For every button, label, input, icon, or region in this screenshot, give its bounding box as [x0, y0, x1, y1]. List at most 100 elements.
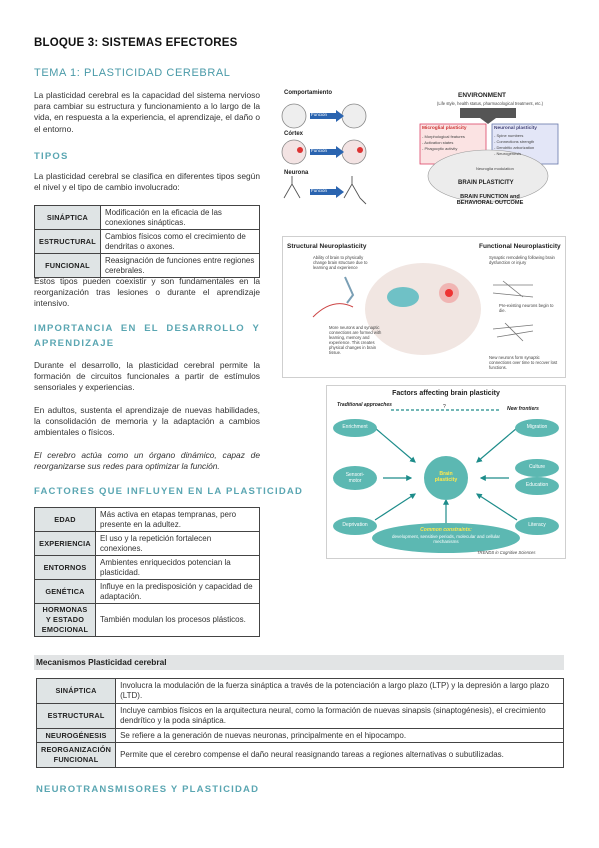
importancia-p3: El cerebro actúa como un órgano dinámico…: [34, 450, 260, 472]
importancia-heading: IMPORTANCIA EN EL DESARROLLO Y APRENDIZA…: [34, 323, 260, 349]
fig3-migration: Migration: [526, 424, 548, 430]
fig3-education: Education: [525, 482, 549, 488]
block-title: BLOQUE 3: SISTEMAS EFECTORES: [34, 37, 238, 49]
table-key: SINÁPTICA: [34, 205, 101, 230]
table-row: SINÁPTICA Modificación en la eficacia de…: [34, 205, 261, 230]
figure-plasticity-levels: Comportamiento Córtex Neurona Función Fu…: [270, 88, 566, 228]
table-key: SINÁPTICA: [35, 678, 117, 704]
fig2-f1: Synaptic remodeling following brain dysf…: [489, 255, 555, 265]
table-key: ESTRUCTURAL: [35, 703, 117, 729]
importancia-p2: En adultos, sustenta el aprendizaje de n…: [34, 405, 260, 438]
tipos-text: La plasticidad cerebral se clasifica en …: [34, 171, 260, 193]
figure-neuroplasticity-art: [312, 263, 534, 355]
fig1-comportamiento: Comportamiento: [284, 90, 332, 96]
table-value: Permite que el cerebro compense el daño …: [115, 742, 564, 768]
fig1-microglial-1: - Morphological features: [422, 134, 465, 139]
table-row: NEUROGÉNESIS Se refiere a la generación …: [35, 728, 564, 743]
table-key: EXPERIENCIA: [34, 531, 96, 556]
table-value: Involucra la modulación de la fuerza sin…: [115, 678, 564, 704]
fig3-question: ?: [443, 404, 446, 410]
table-row: ESTRUCTURAL Cambios físicos como el crec…: [34, 229, 261, 254]
fig3-deprivation: Deprivation: [342, 522, 368, 528]
table-value: Se refiere a la generación de nuevas neu…: [115, 728, 564, 743]
table-value: Influye en la predisposición y capacidad…: [95, 579, 260, 604]
table-row: ENTORNOS Ambientes enriquecidos potencia…: [34, 555, 260, 580]
table-row: SINÁPTICA Involucra la modulación de la …: [35, 678, 564, 704]
table-value: El uso y la repetición fortalecen conexi…: [95, 531, 260, 556]
table-value: Incluye cambios físicos en la arquitectu…: [115, 703, 564, 729]
table-key: REORGANIZACIÓN FUNCIONAL: [35, 742, 117, 768]
fig3-frontiers: New frontiers: [507, 406, 539, 412]
table-value: Reasignación de funciones entre regiones…: [99, 253, 261, 278]
neuro-heading: NEUROTRANSMISORES Y PLASTICIDAD: [36, 784, 260, 795]
fig1-environment-sub: (Life style, health status, pharmacologi…: [436, 101, 544, 106]
table-row: HORMONAS Y ESTADO EMOCIONAL También modu…: [34, 603, 260, 637]
topic-title: TEMA 1: PLASTICIDAD CEREBRAL: [34, 67, 231, 79]
table-value: Modificación en la eficacia de las conex…: [99, 205, 261, 230]
fig1-environment: ENVIRONMENT: [458, 92, 507, 99]
tipos-heading: TIPOS: [34, 151, 69, 162]
table-key: GENÉTICA: [34, 579, 96, 604]
fig1-cortex: Córtex: [284, 131, 304, 137]
table-key: FUNCIONAL: [34, 253, 101, 278]
fig2-s2: More neurons and synaptic connections ar…: [329, 325, 382, 355]
fig1-outcome: BRAIN FUNCTION and BEHAVIORAL OUTCOME: [456, 194, 524, 206]
mecanismos-table: SINÁPTICA Involucra la modulación de la …: [35, 678, 564, 768]
table-row: GENÉTICA Influye en la predisposición y …: [34, 579, 260, 604]
fig1-microglial-2: - Activation states: [422, 140, 454, 145]
fig1-neuronal-4: - Neurogenesis: [494, 151, 522, 156]
fig1-neurona: Neurona: [284, 170, 309, 176]
table-key: NEUROGÉNESIS: [35, 728, 117, 743]
fig1-neuronal-3: - Dendritic arborization: [494, 145, 535, 150]
fig3-constraints-sub: development, sensitive periods, molecula…: [391, 534, 501, 544]
mecanismos-title: Mecanismos Plasticidad cerebral: [36, 657, 167, 667]
table-value: También modulan los procesos plásticos.: [95, 603, 260, 637]
fig3-constraints: Common constraints:: [420, 527, 472, 533]
intro-paragraph: La plasticidad cerebral es la capacidad …: [34, 90, 260, 134]
table-value: Más activa en etapas tempranas, pero pre…: [95, 507, 260, 532]
fig1-neuronal-2: - Connections strength: [494, 139, 535, 144]
figure-factors: Factors affecting brain plasticity Tradi…: [326, 385, 566, 559]
figure-factors-art: [333, 409, 559, 553]
fig1-arrow-label: Función: [311, 188, 328, 193]
table-row: EXPERIENCIA El uso y la repetición forta…: [34, 531, 260, 556]
fig2-functional: Functional Neuroplasticity: [479, 243, 561, 250]
fig2-structural: Structural Neuroplasticity: [287, 243, 367, 250]
table-key: HORMONAS Y ESTADO EMOCIONAL: [34, 603, 96, 637]
table-row: ESTRUCTURAL Incluye cambios físicos en l…: [35, 703, 564, 729]
importancia-p1: Durante el desarrollo, la plasticidad ce…: [34, 360, 260, 393]
fig1-arrow-label: Función: [311, 112, 328, 117]
fig1-neuronal: Neuronal plasticity: [494, 126, 537, 131]
factores-heading: FACTORES QUE INFLUYEN EN LA PLASTICIDAD: [34, 486, 304, 497]
fig1-arrow-label: Función: [311, 148, 328, 153]
table-row: REORGANIZACIÓN FUNCIONAL Permite que el …: [35, 742, 564, 768]
figure-structural-functional: Structural Neuroplasticity Functional Ne…: [282, 236, 566, 378]
fig2-f3: New neurons form synaptic connections ov…: [489, 355, 558, 370]
fig3-center: Brain plasticity: [434, 471, 458, 483]
table-row: EDAD Más activa en etapas tempranas, per…: [34, 507, 260, 532]
tipos-after: Estos tipos pueden coexistir y son funda…: [34, 276, 260, 309]
fig3-sensori: Sensori-motor: [345, 472, 365, 484]
fig3-culture: Culture: [528, 464, 546, 470]
tipos-table: SINÁPTICA Modificación en la eficacia de…: [34, 205, 261, 278]
fig3-literacy: Literacy: [528, 522, 546, 528]
fig2-f2: Pre-existing neurons begin to die.: [499, 303, 554, 313]
fig3-title: Factors affecting brain plasticity: [392, 390, 500, 397]
table-row: FUNCIONAL Reasignación de funciones entr…: [34, 253, 261, 278]
fig1-modulation: Neuroglia modulation: [476, 166, 514, 171]
table-key: ENTORNOS: [34, 555, 96, 580]
fig3-source: TRENDS in Cognitive Sciences: [477, 550, 536, 555]
table-key: ESTRUCTURAL: [34, 229, 101, 254]
fig3-traditional: Traditional approaches: [337, 402, 392, 408]
fig2-s1: Ability of brain to physically change br…: [313, 255, 368, 270]
mecanismos-bar: [34, 655, 564, 670]
fig1-microglial-3: - Phagocytic activity: [422, 146, 458, 151]
table-key: EDAD: [34, 507, 96, 532]
fig1-microglial: Microglial plasticity: [422, 126, 467, 131]
table-value: Cambios físicos como el crecimiento de d…: [99, 229, 261, 254]
figure-levels-art: [281, 103, 559, 205]
table-value: Ambientes enriquecidos potencian la plas…: [95, 555, 260, 580]
factores-table: EDAD Más activa en etapas tempranas, per…: [34, 507, 260, 637]
fig3-enrichment: Enrichment: [342, 424, 368, 430]
fig1-brain-plasticity: BRAIN PLASTICITY: [458, 180, 514, 186]
